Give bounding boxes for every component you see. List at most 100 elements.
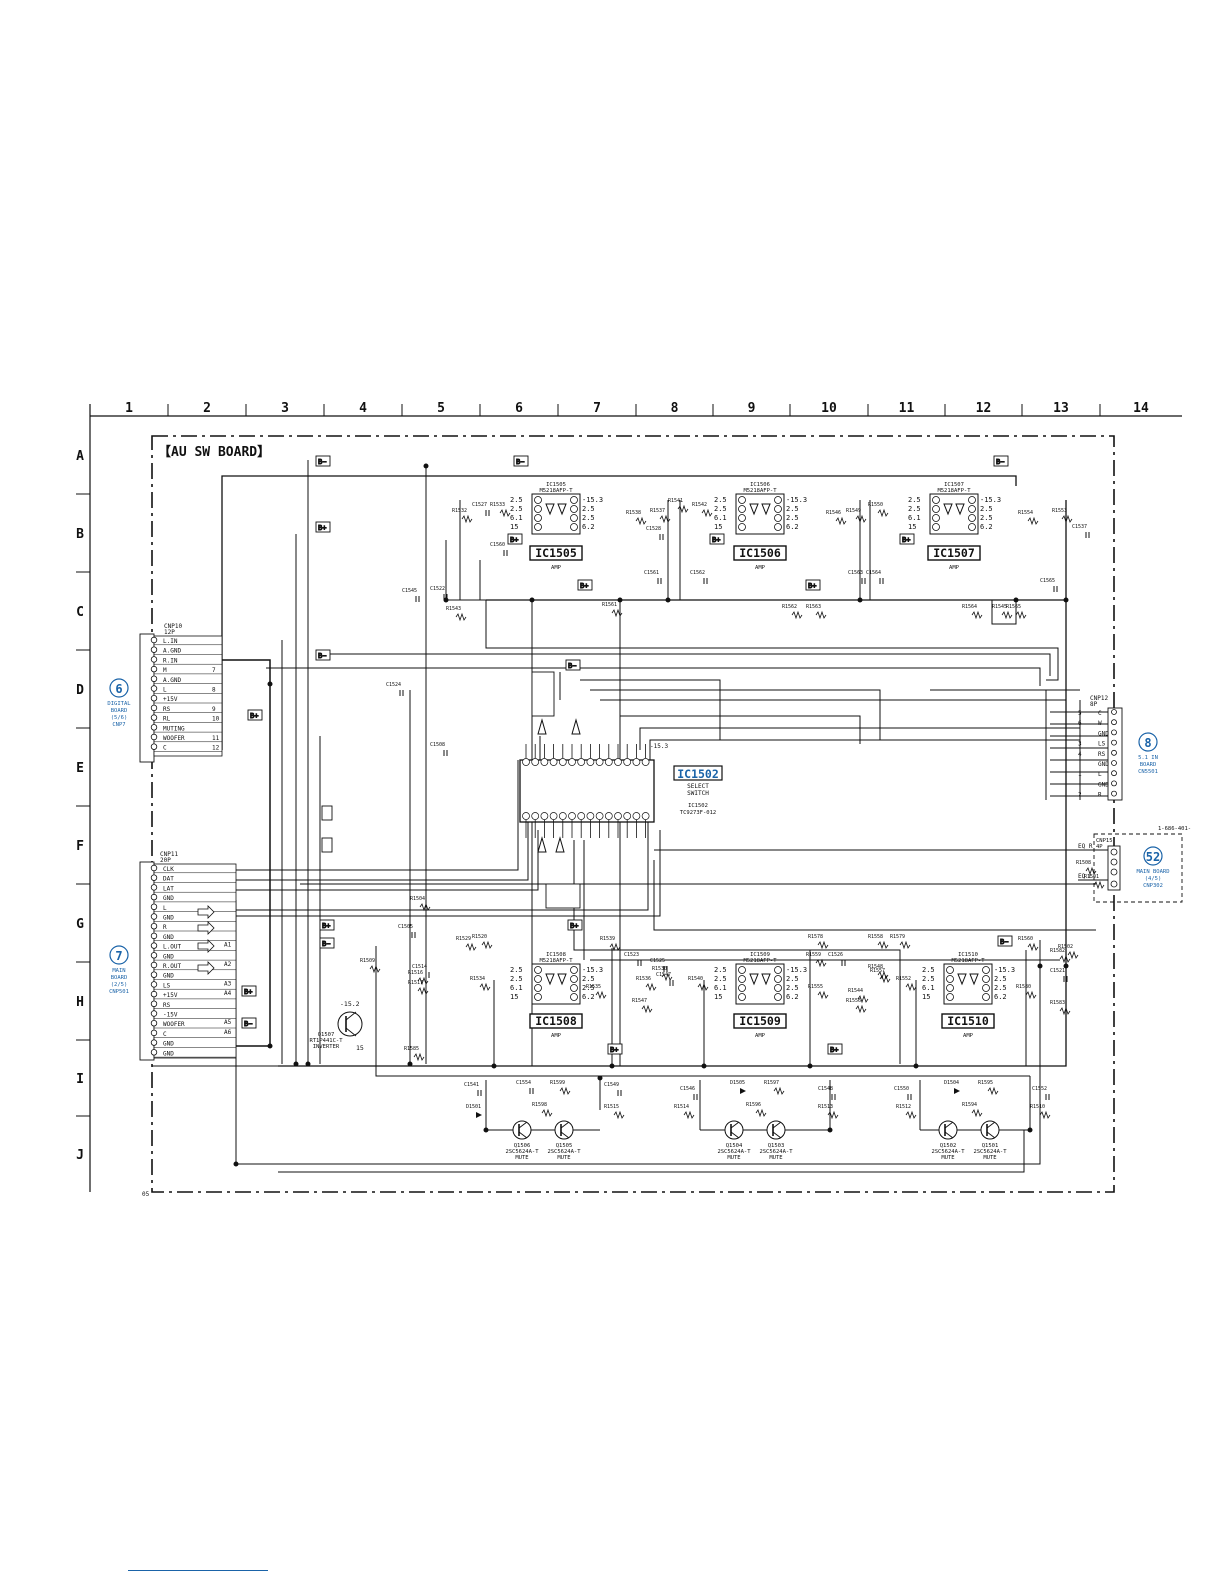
connector-signal: CLK	[163, 866, 174, 873]
connector-signal: LS	[163, 982, 171, 989]
junction-dot	[701, 1063, 707, 1069]
switch-pin	[540, 758, 549, 766]
switch-func: SELECT	[687, 783, 709, 790]
component-ref: R1510	[1030, 1104, 1045, 1110]
wire	[461, 514, 473, 524]
wire	[560, 1131, 570, 1139]
transistor-part: 2SC5624A-T	[759, 1149, 793, 1155]
component-ref: R1504	[410, 896, 425, 902]
connector-signal: WOOFER	[163, 735, 185, 742]
switch-func: SWITCH	[687, 790, 709, 797]
ic-pin	[774, 993, 782, 1001]
component-r1538: R1538	[626, 510, 647, 526]
component-ref: R1552	[896, 976, 911, 982]
connector-signal: LAT	[163, 885, 174, 892]
connector-signal: DAT	[163, 876, 174, 883]
ic-ref-label: IC1508	[535, 1014, 577, 1028]
wire	[815, 610, 827, 620]
ic-pin	[982, 966, 990, 974]
ic-pin	[946, 984, 954, 992]
component-r1565: R1565	[1006, 604, 1027, 620]
wire	[944, 1131, 954, 1139]
connector-signal: A.GND	[163, 648, 181, 655]
component-r1536: R1536	[636, 976, 657, 992]
wire	[635, 516, 647, 526]
bus-tag-label: B+	[318, 524, 326, 532]
grid-col-2: 2	[203, 401, 211, 416]
component-d1505: D1505	[730, 1080, 746, 1094]
component-ref: C1541	[464, 1082, 479, 1088]
component-r1594: R1594	[962, 1102, 983, 1118]
grid-col-4: 4	[359, 401, 367, 416]
connector-pin	[150, 913, 158, 920]
grid-col-5: 5	[437, 401, 445, 416]
wire	[559, 1086, 571, 1096]
transistor-part: 2SC5624A-T	[547, 1149, 581, 1155]
ic-part-number: M5218AFP-T	[539, 958, 573, 964]
inverter-func: INVERTER	[313, 1044, 340, 1050]
component-r1561: R1561	[602, 602, 623, 618]
connector-pin	[1111, 719, 1117, 726]
component-ref: R1535	[586, 984, 601, 990]
component-r1558: R1558	[868, 934, 889, 950]
wire	[817, 940, 829, 950]
opamp-symbol	[957, 973, 967, 986]
pin-voltage: 2.5	[786, 975, 799, 983]
wire	[620, 715, 861, 744]
connector-pin-number: 5	[1078, 710, 1082, 717]
wire	[499, 508, 511, 518]
component-ref: R1539	[600, 936, 615, 942]
grid-col-3: 3	[281, 401, 289, 416]
switch-pin	[641, 812, 650, 820]
pin-voltage: 2.5	[980, 505, 993, 513]
component-c1508: C1508	[430, 742, 448, 756]
ic-pin	[534, 496, 542, 504]
connector-board-ref: CN5501	[1138, 769, 1158, 775]
ic-ic1506: IC1506M5218AFP-T2.52.56.115-15.32.52.56.…	[714, 482, 807, 571]
switch-pin	[531, 812, 540, 820]
component-r1543: R1543	[446, 606, 467, 622]
wire	[455, 612, 467, 622]
switch-pin	[558, 812, 567, 820]
signal-arrow	[197, 921, 215, 935]
switch-pin	[614, 812, 622, 820]
component-ref: R1544	[848, 988, 863, 994]
component-r1530: R1530	[652, 966, 673, 982]
component-ref: R1548	[868, 964, 883, 970]
switch-pin	[522, 812, 530, 820]
bus-tag	[315, 455, 331, 467]
switch-part-ref: IC1502	[688, 803, 708, 809]
component-c1548: C1548	[818, 1086, 836, 1100]
ic-function: AMP	[755, 1033, 766, 1039]
connector-board-ref: BOARD	[1140, 762, 1157, 768]
pin-voltage: 2.5	[714, 966, 727, 974]
opamp-symbol	[557, 973, 567, 986]
connector-signal: L.OUT	[163, 944, 181, 951]
ic-pin	[570, 966, 578, 974]
switch-pin	[558, 758, 567, 766]
junction-dot	[597, 1075, 603, 1081]
transistor-ref: Q1501	[982, 1143, 999, 1149]
connector-board-ref: (4/5)	[1145, 876, 1162, 882]
switch-pin	[549, 758, 558, 766]
connector-signal: +15V	[163, 992, 178, 999]
ic-function: AMP	[963, 1033, 974, 1039]
component-r1550: R1550	[868, 502, 889, 518]
connector-pin-number: 7	[212, 667, 216, 674]
connector-pins: 12P	[164, 629, 175, 636]
connector-signal: RL	[163, 716, 171, 723]
connector-pin	[150, 952, 158, 959]
connector-signal: EQ R	[1078, 843, 1093, 850]
bus-tag	[577, 579, 593, 591]
grid-row-I: I	[76, 1072, 84, 1087]
bus-tag-label: B−	[996, 458, 1004, 466]
wire	[817, 990, 829, 1000]
connector-pin-number: 12	[212, 745, 220, 752]
component-r1504: R1504	[410, 896, 431, 912]
wire	[154, 760, 519, 871]
ic-part-number: M5218AFP-T	[743, 958, 777, 964]
connector-pin-number: 11	[212, 735, 220, 742]
component-r1510: R1510	[1030, 1104, 1051, 1120]
pin-voltage: 2.5	[714, 975, 727, 983]
wire	[857, 994, 869, 1004]
